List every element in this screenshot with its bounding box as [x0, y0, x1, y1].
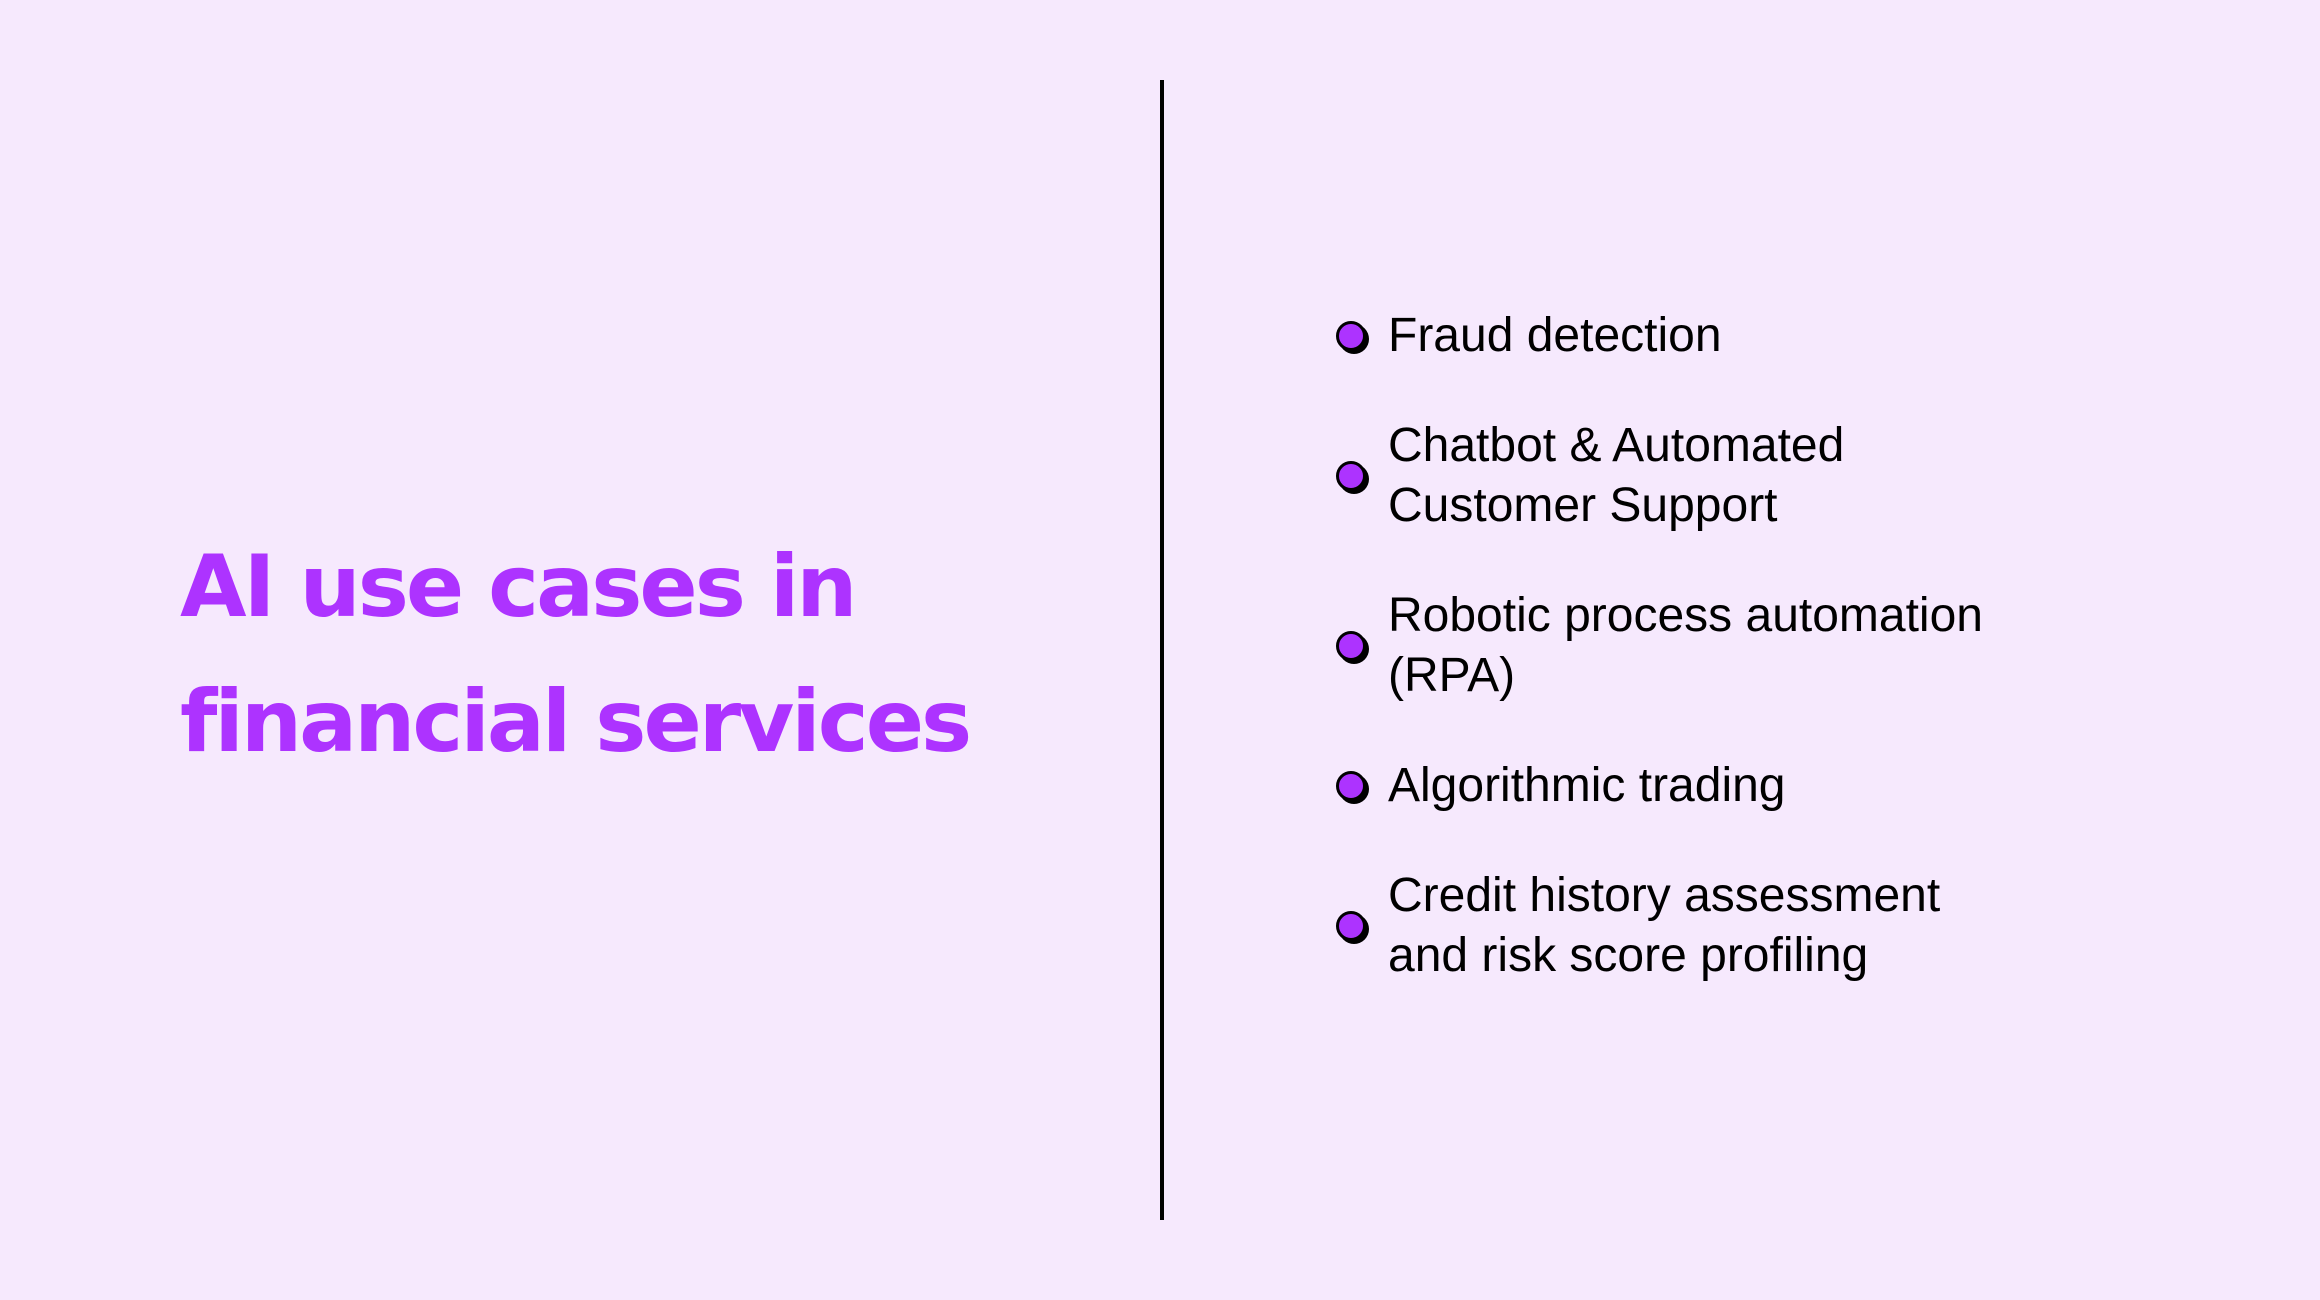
- title-line-2: financial services: [180, 672, 972, 772]
- list-item-text: Chatbot & Automated Customer Support: [1388, 419, 1845, 532]
- vertical-divider: [1160, 80, 1164, 1220]
- list-item: Chatbot & Automated Customer Support: [1336, 416, 1983, 536]
- list-item: Robotic process automation (RPA): [1336, 586, 1983, 706]
- slide-title: AI use cases in financial services: [180, 520, 972, 790]
- bullet-dot-icon: [1336, 911, 1366, 941]
- list-item-text: Algorithmic trading: [1388, 759, 1786, 812]
- bullet-dot-icon: [1336, 461, 1366, 491]
- list-item-text: Robotic process automation (RPA): [1388, 589, 1983, 702]
- bullet-dot-icon: [1336, 771, 1366, 801]
- list-item-text: Credit history assessment and risk score…: [1388, 869, 1941, 982]
- bullet-dot-icon: [1336, 631, 1366, 661]
- bullet-dot-icon: [1336, 321, 1366, 351]
- list-item-text: Fraud detection: [1388, 309, 1722, 362]
- list-item: Algorithmic trading: [1336, 756, 1983, 816]
- list-item: Credit history assessment and risk score…: [1336, 866, 1983, 986]
- use-case-list: Fraud detection Chatbot & Automated Cust…: [1336, 306, 1983, 1036]
- title-line-1: AI use cases in: [180, 537, 858, 637]
- list-item: Fraud detection: [1336, 306, 1983, 366]
